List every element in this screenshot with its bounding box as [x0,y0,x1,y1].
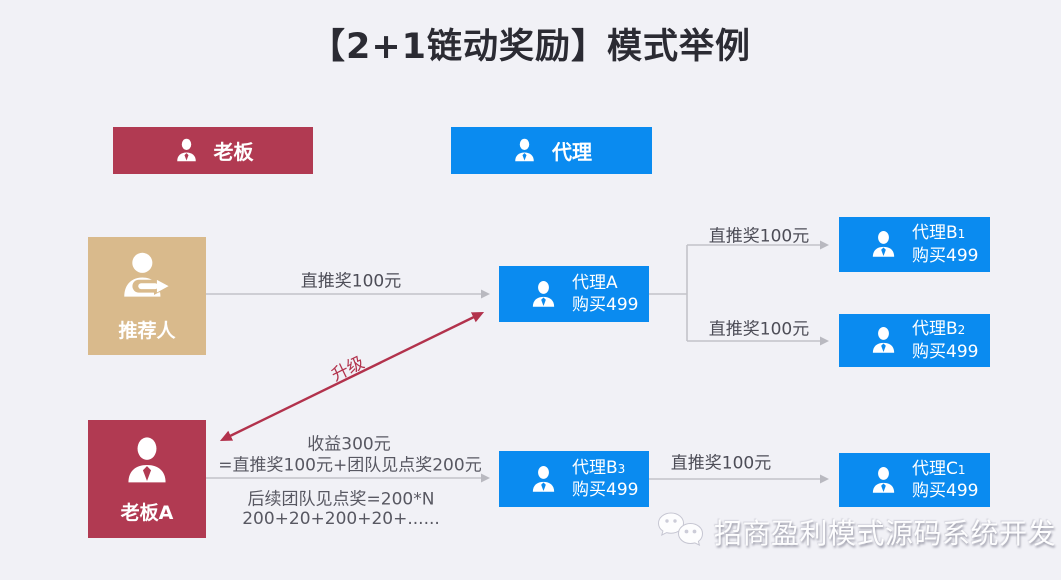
node-referrer-label: 推荐人 [118,319,176,342]
legend-boss: 老板 [113,127,313,174]
agent-icon [868,325,899,356]
node-agent-b2-purchase: 购买499 [912,341,979,362]
watermark: 招商盈利模式源码系统开发 [656,510,1056,554]
edge-label-agent-a-to-b1: 直推奖100元 [708,226,810,247]
node-agent-b1: 代理B1 购买499 [839,217,990,272]
node-agent-c1-name: 代理C1 [912,458,966,479]
edge-label-agent-a-to-b2: 直推奖100元 [708,319,810,340]
node-agent-b3: 代理B3 购买499 [499,451,649,507]
connector-agent-a-branch [649,245,688,341]
edge-label-upgrade: 升级 [328,352,368,386]
agent-icon [511,137,538,164]
edge-label-referrer-to-agent-a: 直推奖100元 [300,271,402,292]
boss-icon [173,137,200,164]
node-boss-a: 老板A [88,420,206,538]
node-agent-b2: 代理B2 购买499 [839,314,990,367]
node-referrer: 推荐人 [88,237,206,355]
edge-label-bossa-line4: 200+20+200+20+...... [242,509,440,529]
node-agent-b1-name: 代理B1 [912,223,966,244]
node-agent-c1: 代理C1 购买499 [839,453,990,507]
node-agent-a: 代理A 购买499 [499,266,649,322]
node-agent-b3-name: 代理B3 [572,457,626,478]
edge-label-b3-to-c1: 直推奖100元 [670,453,772,474]
edge-label-bossa-line2: =直推奖100元+团队见点奖200元 [218,455,482,476]
node-agent-b1-purchase: 购买499 [912,245,979,266]
referrer-icon [119,250,175,306]
edge-label-bossa-line1: 收益300元 [307,434,391,455]
node-agent-c1-purchase: 购买499 [912,481,979,501]
node-agent-b3-purchase: 购买499 [572,480,639,500]
legend-agent: 代理 [451,127,652,174]
legend-agent-label: 代理 [552,140,592,164]
node-agent-a-name: 代理A [572,272,618,293]
agent-icon [528,464,559,495]
boss-icon [120,434,174,488]
legend-boss-label: 老板 [213,140,254,164]
agent-icon [868,229,899,260]
edge-label-bossa-line3: 后续团队见点奖=200*N [247,489,435,510]
wechat-icon [656,510,706,554]
node-boss-a-label: 老板A [120,501,174,524]
agent-icon [868,465,899,496]
watermark-text: 招商盈利模式源码系统开发 [714,517,1057,550]
page-title: 【2+1链动奖励】模式举例 [309,27,752,67]
node-agent-a-purchase: 购买499 [572,295,639,315]
node-agent-b2-name: 代理B2 [912,319,966,340]
agent-icon [528,279,559,310]
